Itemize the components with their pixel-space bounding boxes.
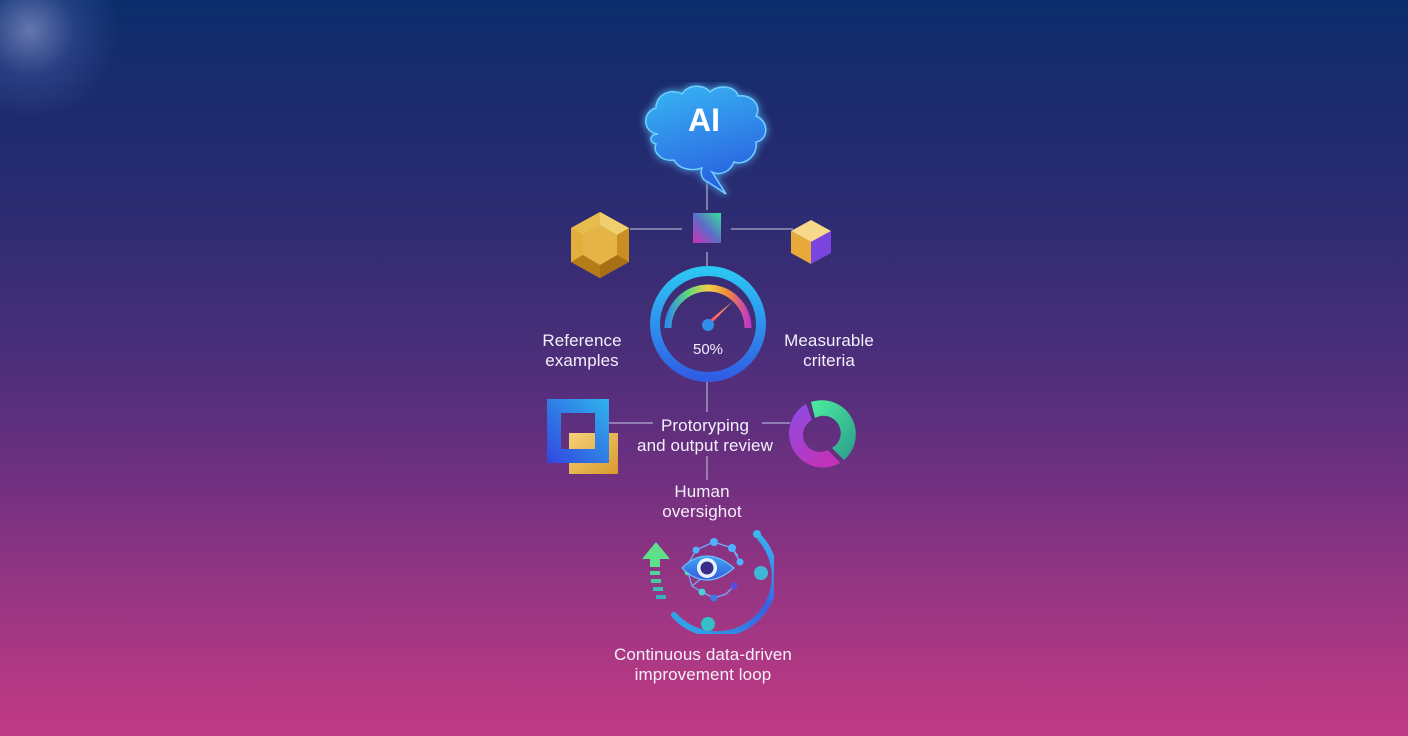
connector-prototyping-to-donut	[762, 422, 790, 424]
connector-square-right	[731, 228, 793, 230]
connector-node	[693, 213, 721, 243]
connector-prototyping-to-oversight	[706, 456, 708, 480]
human-oversight-label: Human oversighot	[662, 482, 742, 521]
hexagon-gem-icon	[571, 212, 629, 278]
prototyping-icon	[547, 399, 619, 475]
cube-icon	[791, 220, 831, 264]
reference-examples-label: Reference examples	[542, 331, 622, 370]
prototyping-label: Protoryping and output review	[637, 416, 773, 455]
measurable-criteria-icon	[789, 218, 833, 266]
gradient-square-icon	[693, 213, 721, 243]
donut-node	[784, 396, 860, 472]
gauge-icon	[650, 266, 766, 382]
layered-squares-icon	[547, 399, 618, 474]
brain-icon	[645, 85, 767, 195]
ai-brain-node: AI	[638, 82, 774, 198]
connector-left-square-to-prototyping	[609, 422, 653, 424]
connector-gauge-to-prototyping	[706, 382, 708, 412]
eye-loop-icon	[642, 530, 778, 638]
connector-square-to-gauge	[706, 252, 708, 266]
donut-chart-icon	[788, 400, 856, 468]
connector-square-left	[630, 228, 682, 230]
reference-examples-icon	[568, 210, 632, 280]
connector-brain-to-square	[706, 168, 708, 210]
measurable-criteria-label: Measurable criteria	[784, 331, 874, 370]
improvement-loop-icon	[636, 528, 778, 638]
improvement-loop-label: Continuous data-driven improvement loop	[614, 645, 792, 684]
gauge-node: 50%	[648, 264, 768, 384]
gauge-value: 50%	[692, 341, 724, 358]
ai-label: AI	[688, 102, 720, 138]
